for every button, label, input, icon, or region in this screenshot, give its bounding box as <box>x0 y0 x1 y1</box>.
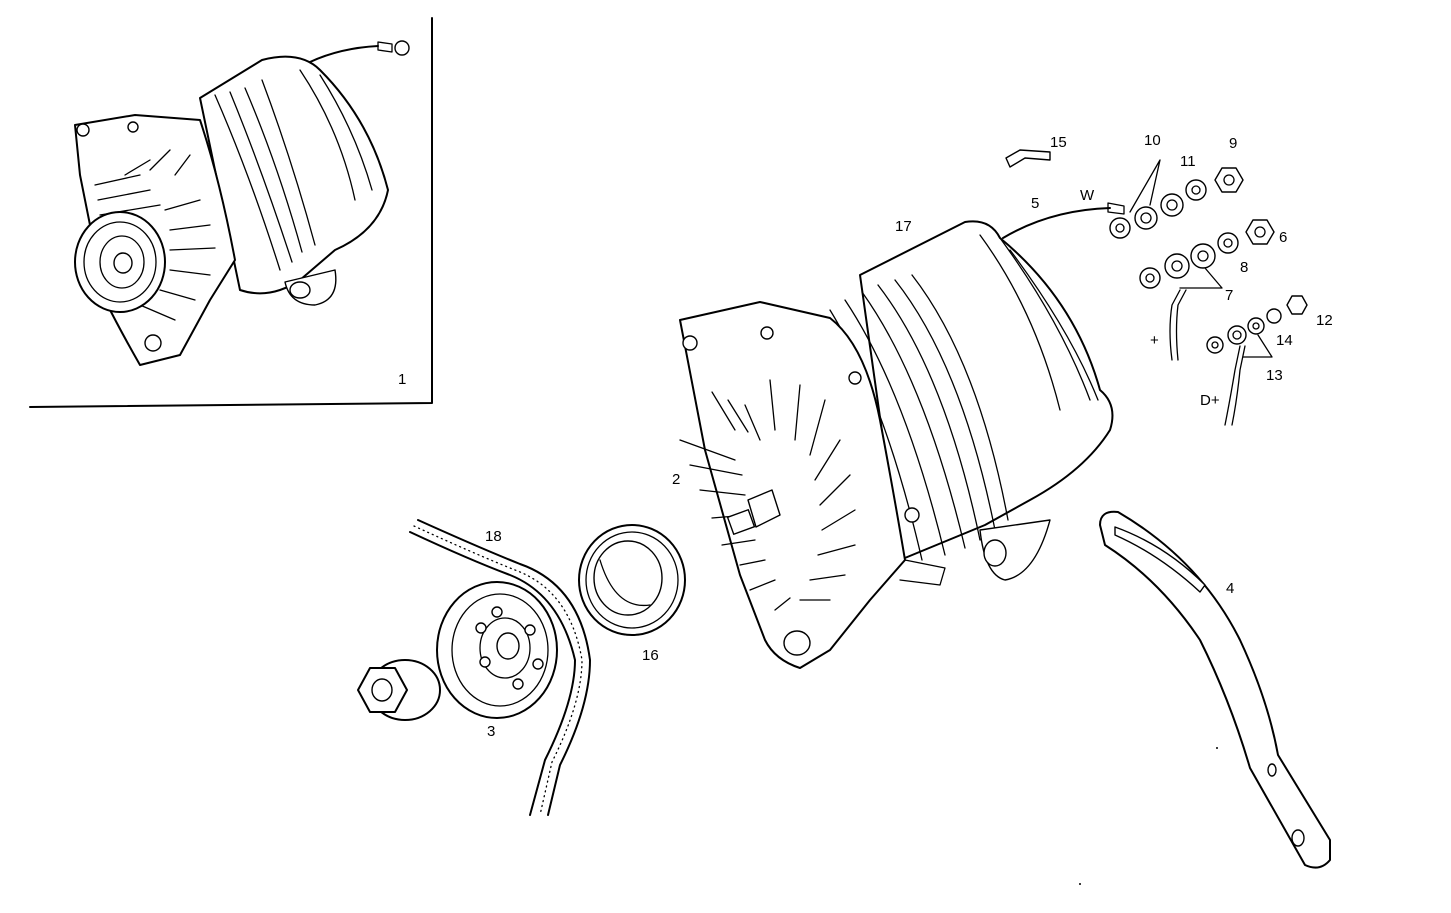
label-12: 12 <box>1316 312 1333 329</box>
label-8: 8 <box>1240 259 1248 276</box>
label-2: 2 <box>672 471 680 488</box>
label-14: 14 <box>1276 332 1293 349</box>
label-9: 9 <box>1229 135 1237 152</box>
label-15: 15 <box>1050 134 1067 151</box>
label-7: 7 <box>1225 287 1233 304</box>
terminal-hardware <box>1005 149 1308 426</box>
label-10: 10 <box>1144 132 1161 149</box>
inset-frame <box>29 17 433 408</box>
adjusting-bracket <box>1099 510 1331 869</box>
label-18: 18 <box>485 528 502 545</box>
label-d-plus: D+ <box>1200 392 1220 409</box>
pulley <box>436 581 558 719</box>
label-17: 17 <box>895 218 912 235</box>
label-16: 16 <box>642 647 659 664</box>
label-plus: + <box>1150 332 1159 349</box>
alternator-body <box>679 202 1125 669</box>
part-15-clip <box>1005 149 1051 168</box>
rear-housing <box>859 220 1114 561</box>
label-5: 5 <box>1031 195 1039 212</box>
label-1: 1 <box>398 371 406 388</box>
v-belt <box>409 519 591 816</box>
label-11: 11 <box>1180 153 1196 170</box>
label-w: W <box>1080 187 1095 204</box>
front-end-shield <box>679 301 906 669</box>
seal-ring <box>578 524 686 636</box>
label-6: 6 <box>1279 229 1287 246</box>
label-13: 13 <box>1266 367 1283 384</box>
label-3: 3 <box>487 723 495 740</box>
inset-assembly: 1 <box>29 17 433 408</box>
pulley-nut <box>357 659 441 721</box>
label-4: 4 <box>1226 580 1234 597</box>
